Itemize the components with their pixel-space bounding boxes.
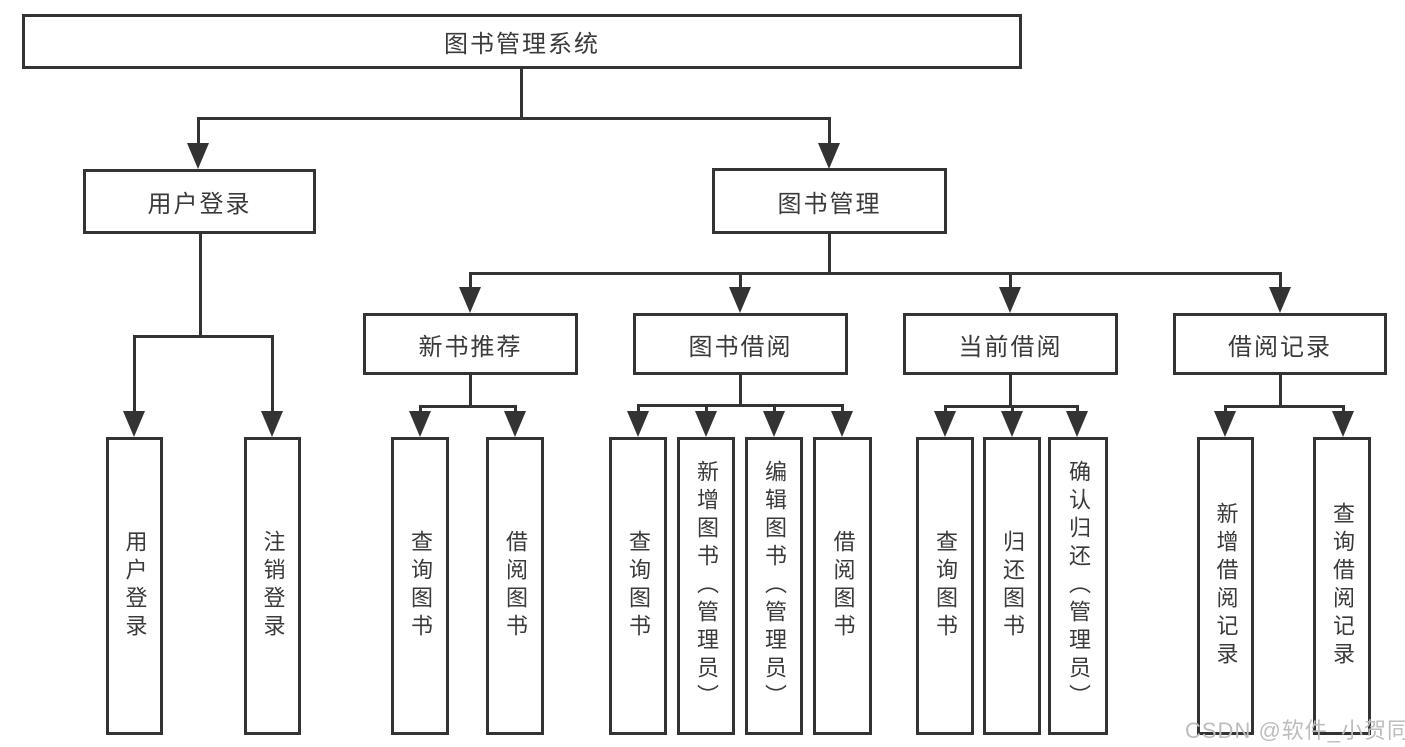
connector-vline-book-mgmt <box>828 234 831 273</box>
node-label: 新增图书（管理员） <box>694 460 719 712</box>
connector-vline-new-book <box>469 375 472 406</box>
node-label: 当前借阅 <box>958 333 1063 361</box>
arrow-down-icon <box>504 411 526 437</box>
connector-arrow-stem <box>841 404 844 417</box>
node-label: 图书管理 <box>777 190 882 218</box>
node-book-borrow: 图书借阅 <box>633 313 848 375</box>
arrow-down-icon <box>1066 411 1088 437</box>
arrow-down-icon <box>1001 411 1023 437</box>
node-borrow-record: 借阅记录 <box>1173 313 1387 375</box>
connector-arrow-stem <box>469 272 472 293</box>
node-label: 新书推荐 <box>418 333 523 361</box>
arrow-down-icon <box>123 411 145 437</box>
node-label: 图书借阅 <box>688 333 793 361</box>
connector-arrow-stem <box>271 335 274 417</box>
node-label: 查询图书 <box>626 530 651 642</box>
node-leaf-br-add-record: 新增借阅记录 <box>1197 437 1254 735</box>
connector-arrow-stem <box>1279 272 1282 293</box>
arrow-down-icon <box>459 287 481 313</box>
connector-vline-borrow-record <box>1279 375 1282 406</box>
node-new-book-recommend: 新书推荐 <box>363 313 578 375</box>
connector-vline-user-login <box>199 234 202 336</box>
arrow-down-icon <box>729 287 751 313</box>
node-user-login: 用户登录 <box>83 169 316 234</box>
arrow-down-icon <box>763 411 785 437</box>
node-leaf-logout: 注销登录 <box>244 437 301 735</box>
arrow-down-icon <box>934 411 956 437</box>
connector-hline-level3 <box>469 272 1282 275</box>
node-label: 图书管理系统 <box>444 31 600 58</box>
connector-arrow-stem <box>773 404 776 417</box>
connector-arrow-stem <box>1009 272 1012 293</box>
node-label: 用户登录 <box>147 191 252 218</box>
arrow-down-icon <box>818 143 840 169</box>
arrow-down-icon <box>409 411 431 437</box>
node-label: 查询图书 <box>933 530 958 642</box>
node-leaf-bb-borrow-book: 借阅图书 <box>813 437 872 735</box>
csdn-watermark: CSDN @软件_小贺同学 <box>1185 718 1405 743</box>
node-current-borrow: 当前借阅 <box>903 313 1118 375</box>
arrow-down-icon <box>1214 411 1236 437</box>
arrow-down-icon <box>261 411 283 437</box>
node-leaf-rec-borrow-book: 借阅图书 <box>486 437 544 735</box>
connector-hline-level2 <box>197 117 831 120</box>
arrow-down-icon <box>627 411 649 437</box>
node-label: 注销登录 <box>260 530 286 642</box>
node-label: 借阅记录 <box>1228 333 1332 361</box>
connector-hline-new-book <box>419 405 517 408</box>
node-leaf-cb-confirm-return-admin: 确认归还（管理员） <box>1048 437 1108 735</box>
node-leaf-cb-query-book: 查询图书 <box>916 437 974 735</box>
connector-arrow-stem <box>637 404 640 417</box>
node-label: 查询图书 <box>408 530 433 642</box>
arrow-down-icon <box>831 411 853 437</box>
connector-arrow-stem <box>828 117 831 149</box>
arrow-down-icon <box>999 287 1021 313</box>
node-leaf-br-query-record: 查询借阅记录 <box>1313 437 1371 735</box>
arrow-down-icon <box>695 411 717 437</box>
node-leaf-rec-query-book: 查询图书 <box>391 437 449 735</box>
node-label: 借阅图书 <box>503 530 528 642</box>
arrow-down-icon <box>187 143 209 169</box>
connector-hline-borrow-record <box>1224 405 1345 408</box>
node-leaf-user-login: 用户登录 <box>106 437 163 735</box>
node-library-system: 图书管理系统 <box>22 14 1022 69</box>
connector-hline-book-borrow <box>637 404 844 407</box>
arrow-down-icon <box>1269 287 1291 313</box>
arrow-down-icon <box>1332 411 1354 437</box>
node-leaf-bb-add-book-admin: 新增图书（管理员） <box>677 437 735 735</box>
node-book-management: 图书管理 <box>712 168 947 234</box>
node-label: 编辑图书（管理员） <box>762 460 787 712</box>
node-label: 查询借阅记录 <box>1330 502 1355 670</box>
node-leaf-bb-edit-book-admin: 编辑图书（管理员） <box>745 437 803 735</box>
connector-arrow-stem <box>197 117 200 149</box>
node-label: 归还图书 <box>1000 530 1025 642</box>
node-label: 新增借阅记录 <box>1213 502 1239 670</box>
node-label: 借阅图书 <box>830 530 856 642</box>
connector-vline-current-borrow <box>1009 375 1012 406</box>
connector-arrow-stem <box>705 404 708 417</box>
connector-vline-root <box>520 68 523 118</box>
connector-arrow-stem <box>739 272 742 293</box>
node-leaf-cb-return-book: 归还图书 <box>983 437 1041 735</box>
connector-hline-user-login <box>133 335 274 338</box>
node-label: 确认归还（管理员） <box>1066 460 1091 712</box>
connector-arrow-stem <box>133 335 136 417</box>
connector-vline-book-borrow <box>739 375 742 406</box>
node-leaf-bb-query-book: 查询图书 <box>609 437 667 735</box>
node-label: 用户登录 <box>122 530 148 642</box>
